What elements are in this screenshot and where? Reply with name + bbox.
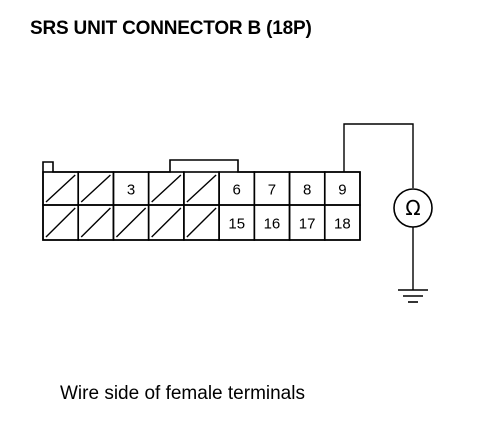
terminal-number: 17 <box>299 216 316 233</box>
terminal-number: 7 <box>268 182 276 199</box>
unused-terminal-hatch <box>186 174 217 203</box>
terminal-cell <box>323 204 361 241</box>
test-lead-wire <box>343 123 414 188</box>
unused-terminal-hatch <box>115 207 147 238</box>
unused-terminal-hatch <box>151 207 182 238</box>
terminal-number: 8 <box>303 182 311 199</box>
terminal-number: 18 <box>334 216 351 233</box>
unused-terminal-hatch <box>80 207 111 238</box>
ohmmeter-symbol: Ω <box>405 196 420 220</box>
terminal-number: 16 <box>264 216 281 233</box>
diagram-caption: Wire side of female terminals <box>60 383 305 404</box>
terminal-number: 3 <box>127 182 135 199</box>
unused-terminal-hatch <box>151 174 182 203</box>
unused-terminal-hatch <box>186 207 217 238</box>
ground-icon <box>398 289 428 303</box>
unused-terminal-hatch <box>45 207 76 238</box>
diagram-title: SRS UNIT CONNECTOR B (18P) <box>30 18 312 39</box>
unused-terminal-hatch <box>80 174 111 203</box>
unused-terminal-hatch <box>45 174 76 203</box>
connector-cells: 3 6 7 8 9 15 16 17 18 <box>42 171 361 241</box>
terminal-number: 9 <box>338 182 346 199</box>
terminal-number: 15 <box>228 216 245 233</box>
terminal-number: 6 <box>233 182 241 199</box>
